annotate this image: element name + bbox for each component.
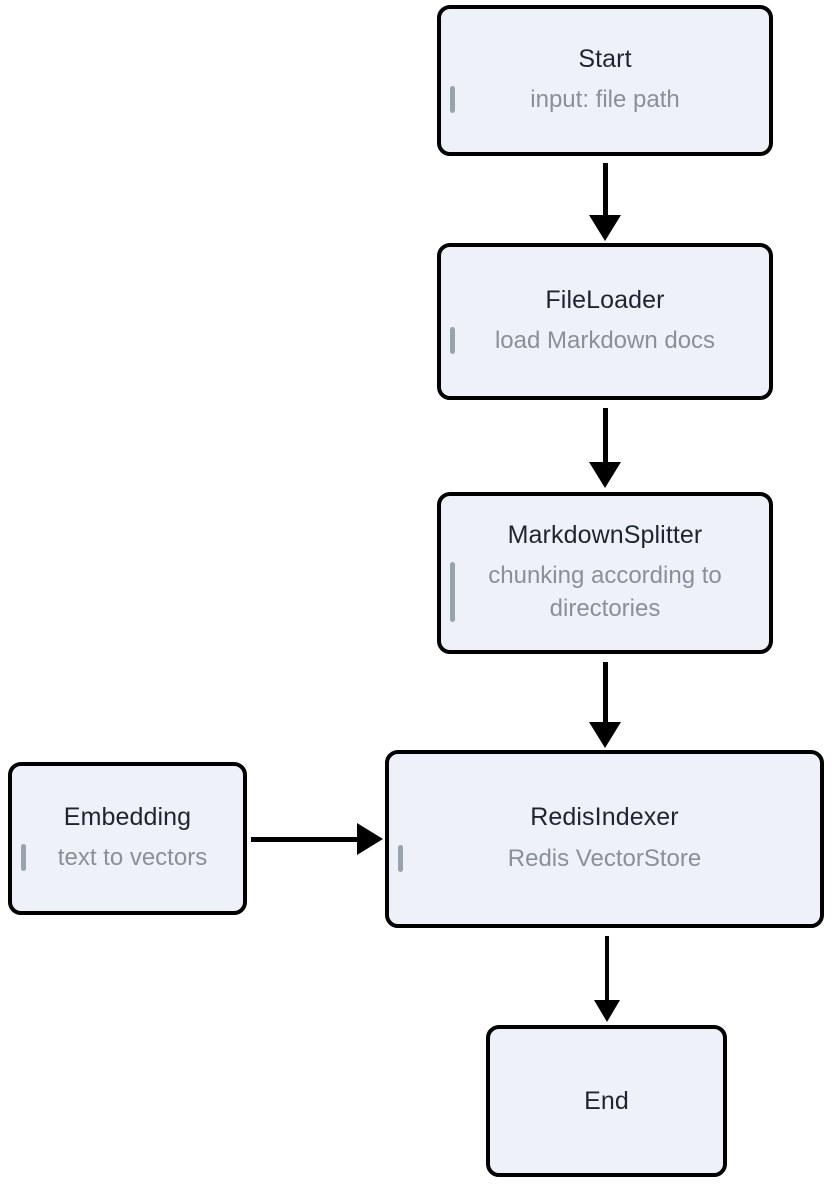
node-embedding-title: Embedding <box>63 802 192 831</box>
arrow-shaft <box>251 836 361 842</box>
node-file-loader-subtitle: load Markdown docs <box>494 327 716 355</box>
node-markdown-splitter-subtitle: chunking according to directories <box>488 562 722 623</box>
arrow-shaft <box>602 163 608 219</box>
node-file-loader[interactable]: FileLoader load Markdown docs <box>437 243 773 400</box>
node-start-subtitle: input: file path <box>530 86 680 114</box>
node-embedding-subtitle-wrap: text to vectors <box>12 841 243 874</box>
accent-bar-icon <box>21 844 26 872</box>
arrow-head-icon <box>589 722 621 748</box>
node-markdown-splitter-subtitle-wrap: chunking according to directories <box>441 559 769 625</box>
arrow-head-icon <box>589 462 621 488</box>
accent-bar-icon <box>450 327 455 355</box>
node-redis-indexer-subtitle: Redis VectorStore <box>507 844 702 872</box>
accent-bar-icon <box>450 562 455 623</box>
arrow-head-icon <box>589 215 621 241</box>
arrow-shaft <box>605 936 609 1002</box>
node-markdown-splitter[interactable]: MarkdownSplitter chunking according to d… <box>437 492 773 654</box>
arrow-shaft <box>602 408 608 466</box>
node-redis-indexer-subtitle-wrap: Redis VectorStore <box>389 842 820 875</box>
node-end-title: End <box>584 1086 629 1115</box>
node-redis-indexer-title: RedisIndexer <box>530 803 679 832</box>
arrow-shaft <box>602 662 608 724</box>
node-end[interactable]: End <box>486 1025 727 1177</box>
node-start[interactable]: Start input: file path <box>437 5 773 156</box>
node-start-subtitle-wrap: input: file path <box>441 83 769 116</box>
node-file-loader-subtitle-wrap: load Markdown docs <box>441 324 769 357</box>
arrow-head-icon <box>594 1000 620 1022</box>
accent-bar-icon <box>450 86 455 114</box>
node-start-title: Start <box>578 44 632 73</box>
accent-bar-icon <box>398 844 403 872</box>
node-embedding-subtitle: text to vectors <box>57 844 208 872</box>
node-file-loader-title: FileLoader <box>545 285 665 314</box>
node-redis-indexer[interactable]: RedisIndexer Redis VectorStore <box>385 750 824 928</box>
node-embedding[interactable]: Embedding text to vectors <box>8 762 247 915</box>
node-markdown-splitter-title: MarkdownSplitter <box>507 520 703 549</box>
arrow-head-icon <box>357 823 383 855</box>
